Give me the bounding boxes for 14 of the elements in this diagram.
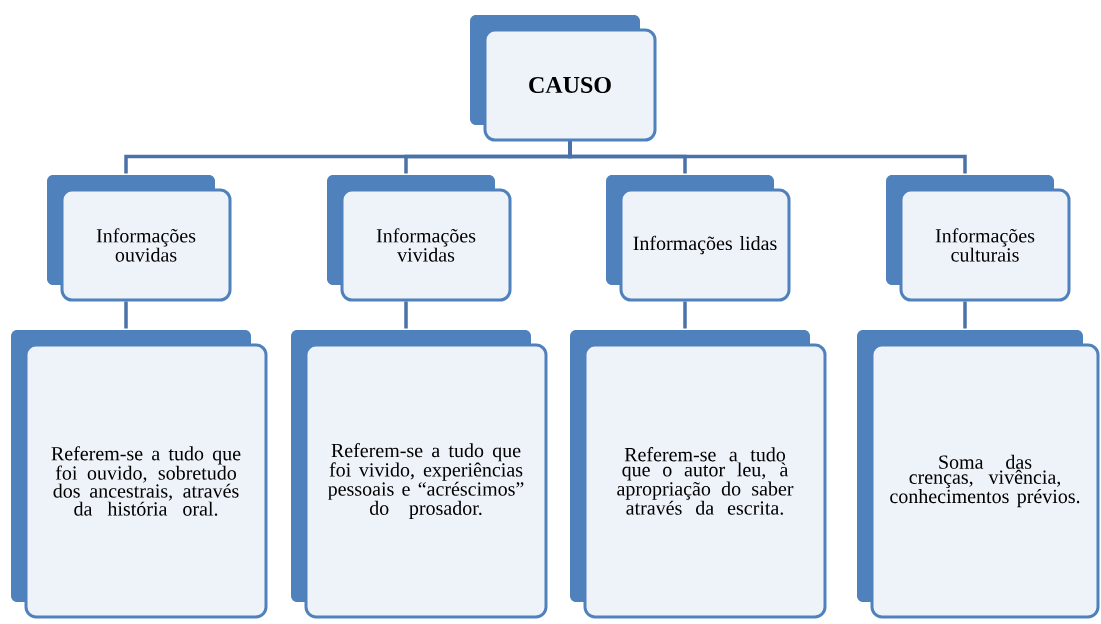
text-box: Referem-se a tudo que foi ouvido, sobretudo dos ancestrais, através da história oral. — [11, 330, 268, 619]
text-box: Soma das crenças, vivência, conhecimentos prévios. — [857, 330, 1100, 619]
connector-line — [124, 301, 128, 329]
text-box: Informações ouvidas — [47, 175, 232, 302]
text-box: Informações culturais — [886, 175, 1071, 302]
text-box: CAUSO — [470, 15, 657, 142]
connector-line — [404, 301, 408, 329]
text-box: Referem-se a tudo que o autor leu, à apropriação do saber através da escrita. — [570, 330, 827, 619]
text-box: Referem-se a tudo que foi vivido, experiências pessoais e “acréscimos” do prosador. — [291, 330, 548, 619]
connector-line — [568, 141, 967, 174]
connector-line — [683, 301, 687, 329]
text-box: Informações lidas — [606, 175, 791, 302]
text-box: Informações vividas — [327, 175, 512, 302]
connector-line — [963, 301, 967, 329]
